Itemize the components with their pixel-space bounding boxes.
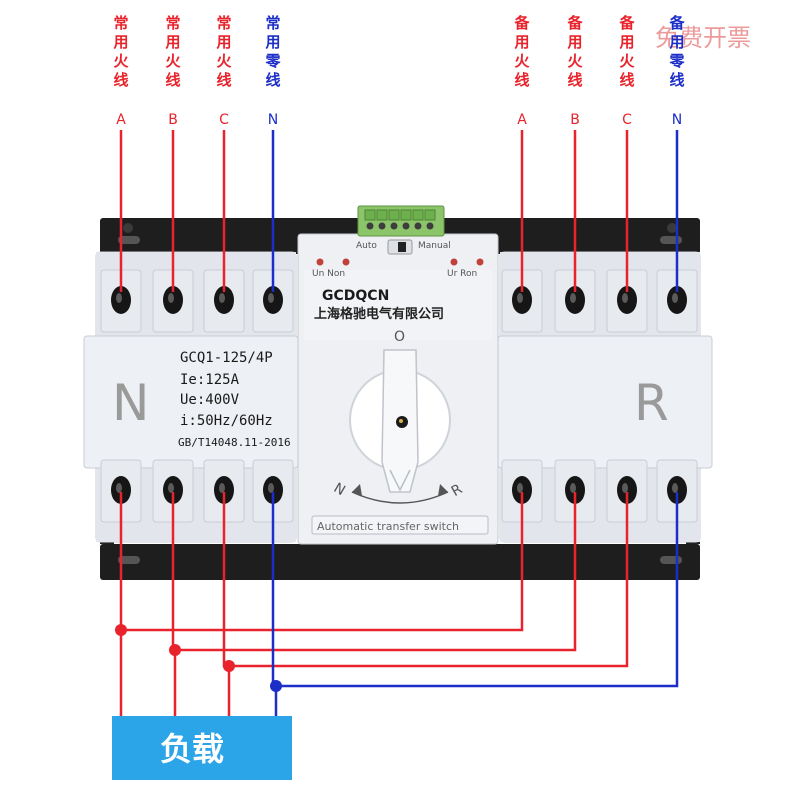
- wiring: [115, 130, 679, 716]
- backup-output-wire: [276, 492, 679, 688]
- knob-position-o: O: [394, 329, 405, 345]
- screw-head: [517, 483, 523, 493]
- backup-supply-label: 备用火线 B: [566, 14, 583, 128]
- screw-head: [672, 483, 678, 493]
- screw-head: [622, 293, 628, 303]
- phase-letter: A: [517, 112, 527, 128]
- indicator-label-main: Un Non: [312, 269, 345, 279]
- screw-head: [219, 293, 225, 303]
- brand-name: GCDQCN: [322, 288, 389, 304]
- rotary-handle[interactable]: O N R: [331, 329, 466, 504]
- footer-label: Automatic transfer switch: [317, 520, 459, 533]
- phase-letter: C: [219, 112, 229, 128]
- control-terminal-block: [357, 205, 445, 237]
- supply-label-text: 常用火线: [216, 14, 232, 89]
- terminal-screw: [402, 222, 410, 230]
- indicator-label-backup: Ur Ron: [447, 269, 477, 279]
- company-name: 上海格驰电气有限公司: [314, 306, 444, 322]
- phase-letter: N: [672, 112, 682, 128]
- main-supply-label: 常用火线 A: [113, 14, 129, 128]
- terminal-screw: [426, 222, 434, 230]
- supply-label-text: 备用零线: [668, 14, 685, 89]
- terminal-screw: [412, 209, 424, 221]
- backup-output-wire: [175, 492, 577, 652]
- phase-letter: C: [622, 112, 632, 128]
- junction-dot: [115, 624, 127, 636]
- frequency-rating: i:50Hz/60Hz: [180, 413, 273, 429]
- screw-head: [219, 483, 225, 493]
- backup-output-wire: [229, 492, 629, 668]
- backup-output-wire: [121, 492, 524, 632]
- main-supply-label: 常用火线 C: [216, 14, 232, 128]
- terminal-screw: [390, 222, 398, 230]
- screw-head: [570, 293, 576, 303]
- junction-dot: [169, 644, 181, 656]
- terminal-slots: [100, 269, 698, 523]
- rated-voltage: Ue:400V: [180, 392, 240, 408]
- screw-head: [268, 293, 274, 303]
- screw-head: [622, 483, 628, 493]
- supply-label-text: 常用火线: [165, 14, 181, 89]
- manual-label: Manual: [418, 241, 451, 251]
- phase-letter: N: [268, 112, 278, 128]
- screw-head: [570, 483, 576, 493]
- terminal-screw: [366, 222, 374, 230]
- auto-label: Auto: [356, 241, 377, 251]
- phase-letter: B: [168, 112, 178, 128]
- load-box: 负载: [112, 716, 292, 780]
- junction-dot: [223, 660, 235, 672]
- screw-head: [268, 483, 274, 493]
- backup-supply-label: 备用火线 C: [618, 14, 635, 128]
- indicator-light: [476, 258, 484, 266]
- supply-label-text: 备用火线: [618, 14, 635, 89]
- indicator-light: [316, 258, 324, 266]
- rated-current: Ie:125A: [180, 372, 240, 388]
- phase-letter: B: [570, 112, 580, 128]
- screw-head: [116, 483, 122, 493]
- phase-letter: A: [116, 112, 126, 128]
- backup-supply-label: 备用火线 A: [513, 14, 530, 128]
- supply-label-text: 备用火线: [566, 14, 583, 89]
- supply-label-text: 常用零线: [264, 14, 281, 89]
- indicator-light: [450, 258, 458, 266]
- backup-supply-label: 备用零线 N: [668, 14, 685, 128]
- model-number: GCQ1-125/4P: [180, 350, 273, 366]
- main-supply-label: 常用零线 N: [264, 14, 281, 128]
- screw-head: [517, 293, 523, 303]
- load-label: 负载: [160, 730, 224, 768]
- terminal-screw: [400, 209, 412, 221]
- indicator-panel: Auto Manual Un Non Ur Ron: [312, 239, 484, 279]
- supply-label-text: 备用火线: [513, 14, 530, 89]
- standard-number: GB/T14048.11-2016: [178, 436, 291, 449]
- terminal-screw: [388, 209, 400, 221]
- screw-head: [168, 483, 174, 493]
- supply-label-text: 常用火线: [113, 14, 129, 89]
- screw-head: [168, 293, 174, 303]
- terminal-screw: [364, 209, 376, 221]
- main-side-letter: N: [112, 374, 149, 432]
- backup-side-letter: R: [634, 374, 669, 432]
- terminal-screw: [376, 209, 388, 221]
- watermark: 免费开票: [655, 24, 751, 52]
- terminal-screw: [414, 222, 422, 230]
- terminal-screw: [424, 209, 436, 221]
- supply-labels: 常用火线 A 常用火线 B 常用火线 C 常用零线 N 备用火线 A 备用火线 B 备用火线 C 备用零线 N: [113, 14, 685, 128]
- junction-dot: [270, 680, 282, 692]
- main-supply-label: 常用火线 B: [165, 14, 181, 128]
- screw-head: [672, 293, 678, 303]
- nameplate: N GCQ1-125/4P Ie:125A Ue:400V i:50Hz/60H…: [112, 350, 291, 449]
- indicator-light: [342, 258, 350, 266]
- screw-head: [116, 293, 122, 303]
- mode-toggle[interactable]: [398, 242, 406, 252]
- terminal-screw: [378, 222, 386, 230]
